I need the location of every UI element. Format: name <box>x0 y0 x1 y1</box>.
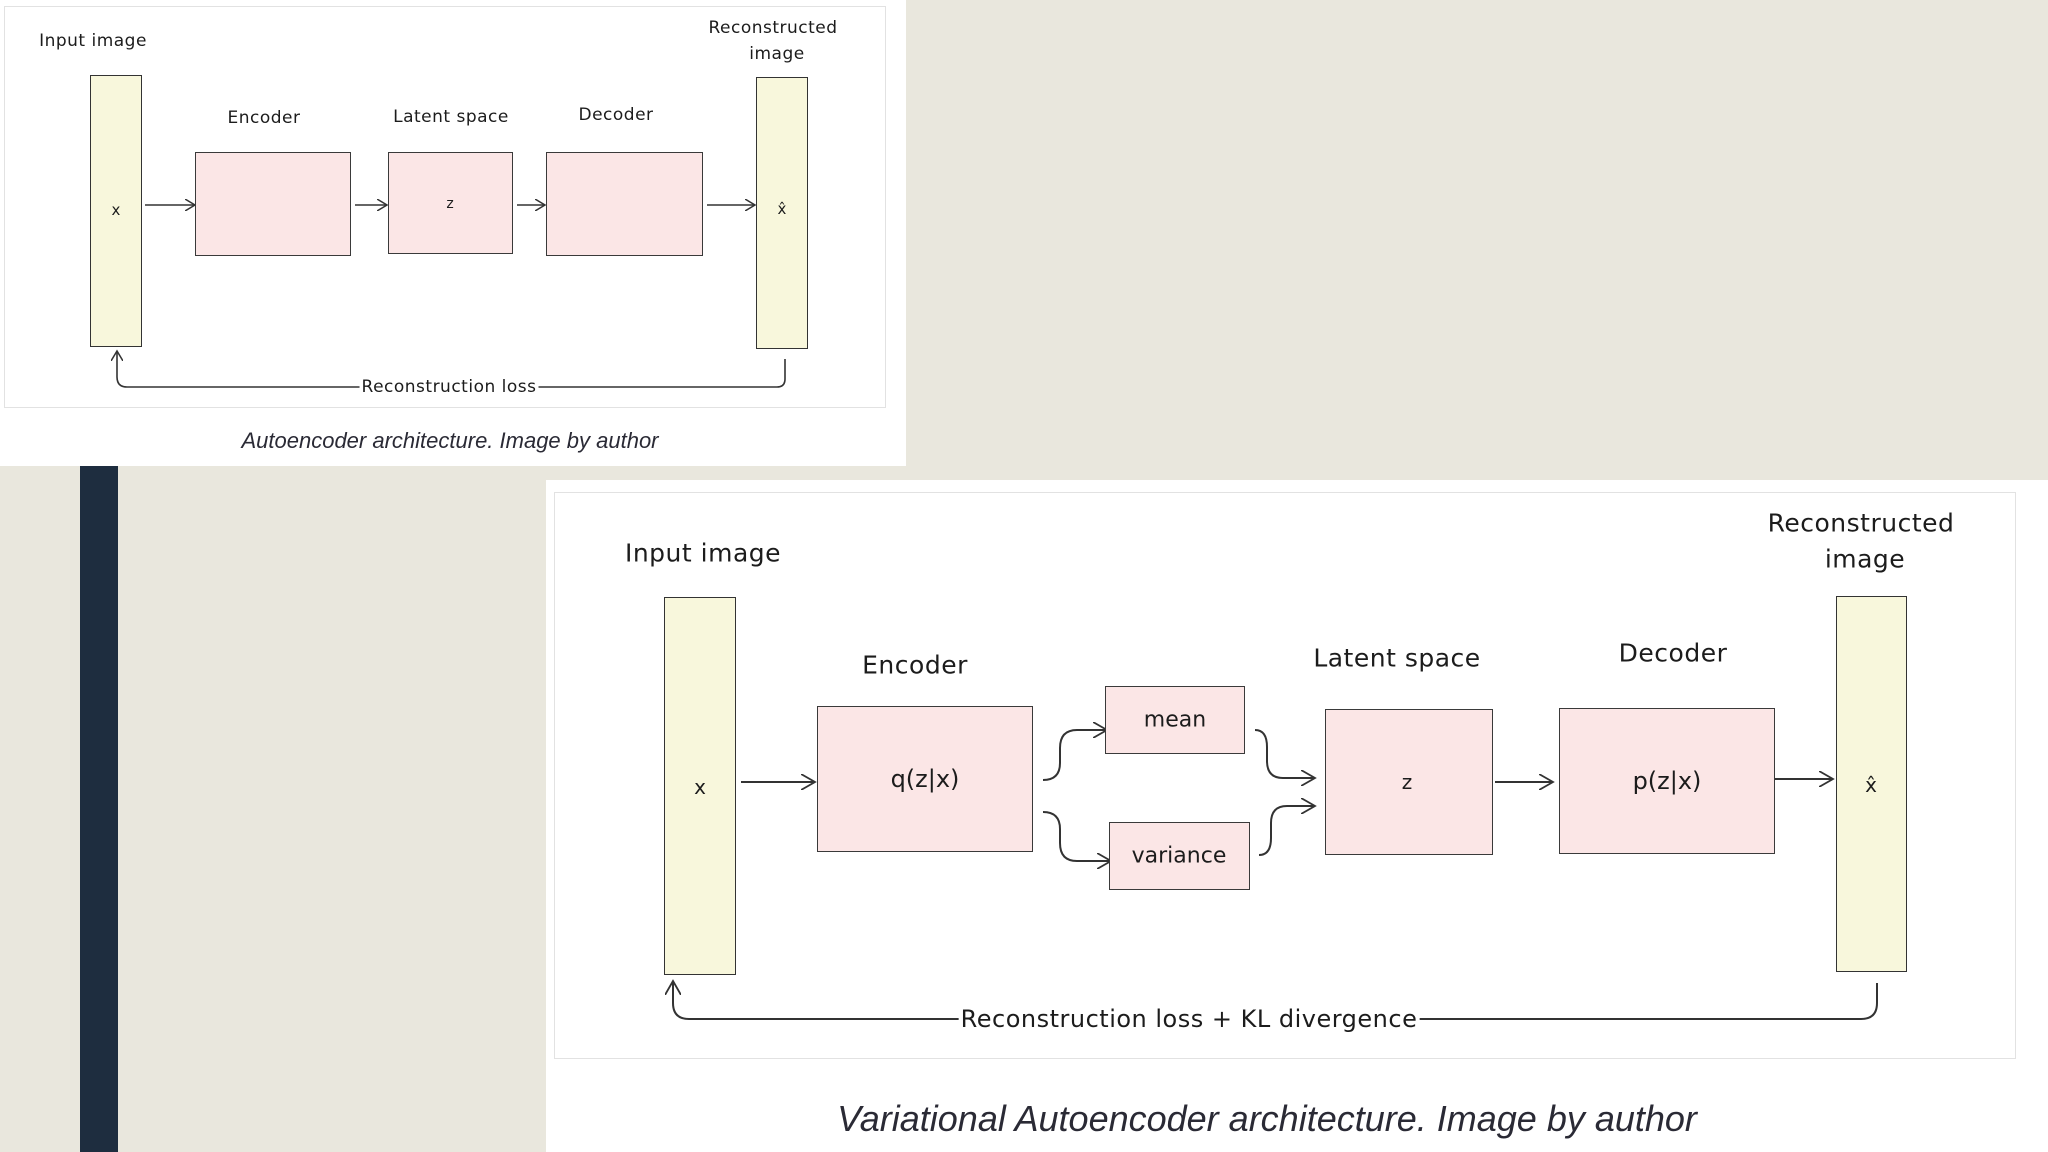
vae-input-image-label: Input image <box>624 538 782 568</box>
vae-decoder-fn: p(z|x) <box>1632 767 1702 795</box>
ae-reconstructed-label-line2: image <box>749 44 805 64</box>
vae-input-image-bar <box>664 597 736 975</box>
ae-latent-space-label: Latent space <box>393 107 509 127</box>
ae-xhat-symbol: x̂ <box>777 200 787 218</box>
vae-decoder-label: Decoder <box>1618 638 1728 668</box>
vae-caption: Variational Autoencoder architecture. Im… <box>837 1098 1697 1139</box>
autoencoder-figure: Input image Reconstructed image Encoder … <box>0 0 906 466</box>
vae-latent-space-label: Latent space <box>1313 643 1481 673</box>
ae-latent-box <box>388 152 513 254</box>
ae-encoder-label: Encoder <box>227 108 301 128</box>
vae-mean-label: mean <box>1143 707 1207 733</box>
ae-encoder-box <box>195 152 351 256</box>
ae-decoder-box <box>546 152 703 256</box>
ae-input-image-bar <box>90 75 142 347</box>
vae-connectors <box>555 493 1878 1020</box>
vae-variance-box <box>1109 822 1250 890</box>
ae-reconstructed-image-bar <box>756 77 808 349</box>
vae-encoder-label: Encoder <box>862 650 968 680</box>
arrow-encoder-to-mean <box>1042 730 1107 781</box>
autoencoder-diagram: Input image Reconstructed image Encoder … <box>4 6 886 408</box>
vae-z-symbol: z <box>1401 770 1413 794</box>
vae-encoder-box <box>817 706 1033 852</box>
slide-accent-bar <box>80 466 118 1152</box>
ae-input-image-label: Input image <box>39 31 147 51</box>
ae-x-symbol: x <box>111 201 121 219</box>
vae-decoder-box <box>1559 708 1775 854</box>
vae-xhat-symbol: x̂ <box>1865 773 1877 797</box>
ae-decoder-label: Decoder <box>578 105 654 125</box>
vae-encoder-fn: q(z|x) <box>890 765 960 793</box>
vae-reconstructed-image-bar <box>1836 596 1907 972</box>
vae-latent-box <box>1325 709 1493 855</box>
vae-figure: Input image Reconstructed image Encoder … <box>546 480 2048 1152</box>
arrow-variance-to-latent <box>1258 806 1315 856</box>
vae-mean-box <box>1105 686 1245 754</box>
vae-x-symbol: x <box>694 775 706 799</box>
ae-reconstruction-loss-label: Reconstruction loss <box>359 377 539 397</box>
vae-loss-label: Reconstruction loss + KL divergence <box>958 1005 1420 1033</box>
vae-reconstructed-label-line2: image <box>1824 544 1906 574</box>
ae-z-symbol: z <box>446 196 454 212</box>
vae-variance-label: variance <box>1131 843 1227 869</box>
ae-caption: Autoencoder architecture. Image by autho… <box>241 428 659 453</box>
vae-diagram: Input image Reconstructed image Encoder … <box>554 492 2016 1059</box>
ae-reconstructed-label-line1: Reconstructed <box>708 18 838 38</box>
arrow-encoder-to-variance <box>1042 811 1111 861</box>
vae-reconstructed-label-line1: Reconstructed <box>1767 508 1955 538</box>
arrow-mean-to-latent <box>1254 729 1315 778</box>
